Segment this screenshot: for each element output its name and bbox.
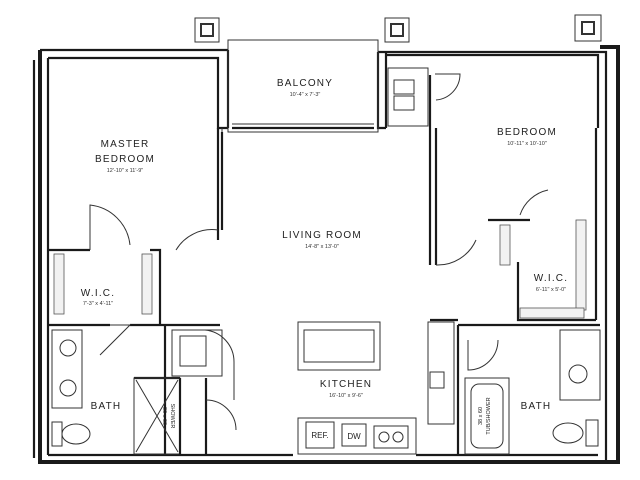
bedroom-label: BEDROOM [497,127,557,138]
kitchen-sink [373,425,409,449]
refrigerator [305,421,335,449]
master-bedroom-label-2: BEDROOM [95,154,155,165]
tub-label-2: TUB/SHOWER [486,397,492,434]
kitchen-label: KITCHEN [320,379,372,390]
toilet-right [552,422,584,444]
wic-right-label: W.I.C. [534,273,568,284]
tub-label-1: 38 x 60 [478,407,484,425]
sink-left-1 [59,339,77,357]
master-bedroom-dims: 12'-10" x 11'-9" [107,168,144,174]
ref-label: REF. [311,431,328,440]
living-room-label: LIVING ROOM [282,230,362,241]
sink-right [568,364,588,384]
exterior-walls [32,45,620,464]
washer [393,79,415,95]
wic-left-label: W.I.C. [81,288,115,299]
wic-left-dims: 7'-3" x 4'-11" [83,301,113,307]
tub [464,377,510,455]
labels: BALCONY 10'-4" x 7'-3" MASTER BEDROOM 12… [81,78,568,441]
dishwasher [341,423,367,447]
balcony-post-left [194,17,220,43]
wic-right-dims: 6'-11" x 5'-0" [536,287,566,293]
shower-label-1: 36 x 60 [161,407,167,425]
interior-walls [48,67,600,455]
toilet-left [61,423,91,445]
kitchen-dims: 16'-10" x 9'-6" [329,393,363,399]
water-heater [179,335,207,367]
fixtures [51,128,601,455]
shower-label-2: SHOWER [169,404,175,429]
bedroom-dims: 10'-11" x 10'-10" [507,141,547,147]
bath-left-label: BATH [91,401,122,412]
sink-left-2 [59,379,77,397]
balcony-area [194,14,602,133]
dryer [393,95,415,111]
kitchen-island [297,321,381,371]
bath-right-label: BATH [521,401,552,412]
dw-label: DW [347,432,361,441]
balcony-label: BALCONY [277,78,333,89]
doors [89,73,549,431]
master-bedroom-label-1: MASTER [101,139,150,150]
living-room-dims: 14'-8" x 13'-0" [305,244,339,250]
balcony-dims: 10'-4" x 7'-3" [290,92,321,98]
